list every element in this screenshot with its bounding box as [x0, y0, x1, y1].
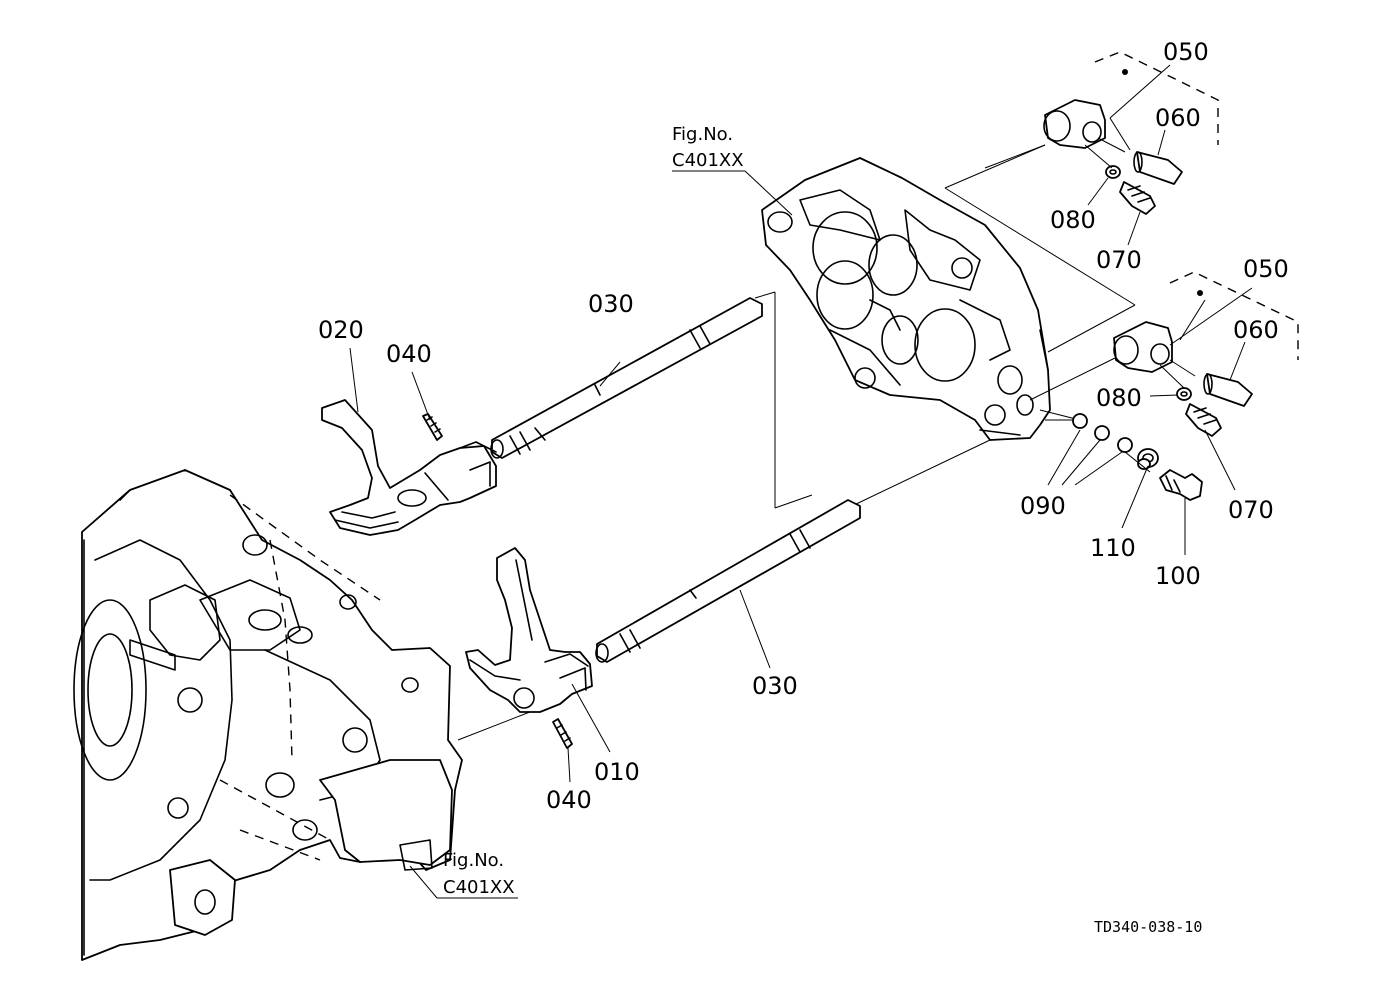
- detent-assembly-middle: [1113, 290, 1253, 437]
- label-090: 090: [1020, 492, 1066, 520]
- fig-ref-top-line2: C401XX: [672, 150, 744, 171]
- figure-reference-bottom: Fig.No. C401XX: [443, 850, 515, 898]
- label-080-top: 080: [1050, 206, 1096, 234]
- label-100: 100: [1155, 562, 1201, 590]
- spring-pin-upper: [422, 413, 443, 441]
- drawing-code: TD340-038-10: [1094, 918, 1202, 936]
- label-040-lower: 040: [546, 786, 592, 814]
- label-020: 020: [318, 316, 364, 344]
- transmission-case: [73, 469, 463, 961]
- label-060-top: 060: [1155, 104, 1201, 132]
- label-070-top: 070: [1096, 246, 1142, 274]
- label-030-lower: 030: [752, 672, 798, 700]
- label-010: 010: [594, 758, 640, 786]
- fig-ref-top-line1: Fig.No.: [672, 124, 733, 145]
- label-030-upper: 030: [588, 290, 634, 318]
- figure-reference-top: Fig.No. C401XX: [672, 124, 744, 171]
- shift-fork-020: [321, 399, 497, 536]
- part-labels: 050 060 080 070 050 060 080 070 030 020 …: [318, 38, 1289, 814]
- label-110: 110: [1090, 534, 1136, 562]
- shift-fork-010: [465, 547, 593, 713]
- label-080-middle: 080: [1096, 384, 1142, 412]
- balls-and-plug: [1072, 413, 1203, 501]
- fig-ref-bottom-line1: Fig.No.: [443, 850, 504, 871]
- label-050-middle: 050: [1243, 255, 1289, 283]
- label-leaders: [349, 64, 1253, 899]
- shift-rod-upper: [490, 297, 763, 459]
- shift-rod-lower: [595, 499, 861, 663]
- label-040-upper: 040: [386, 340, 432, 368]
- cover-plate: [761, 157, 1051, 441]
- label-050-top: 050: [1163, 38, 1209, 66]
- label-070-middle: 070: [1228, 496, 1274, 524]
- spring-pin-lower: [552, 718, 573, 749]
- label-060-middle: 060: [1233, 316, 1279, 344]
- fig-ref-bottom-line2: C401XX: [443, 877, 515, 898]
- detent-assembly-upper: [1043, 69, 1183, 215]
- group-brackets: [1094, 51, 1299, 360]
